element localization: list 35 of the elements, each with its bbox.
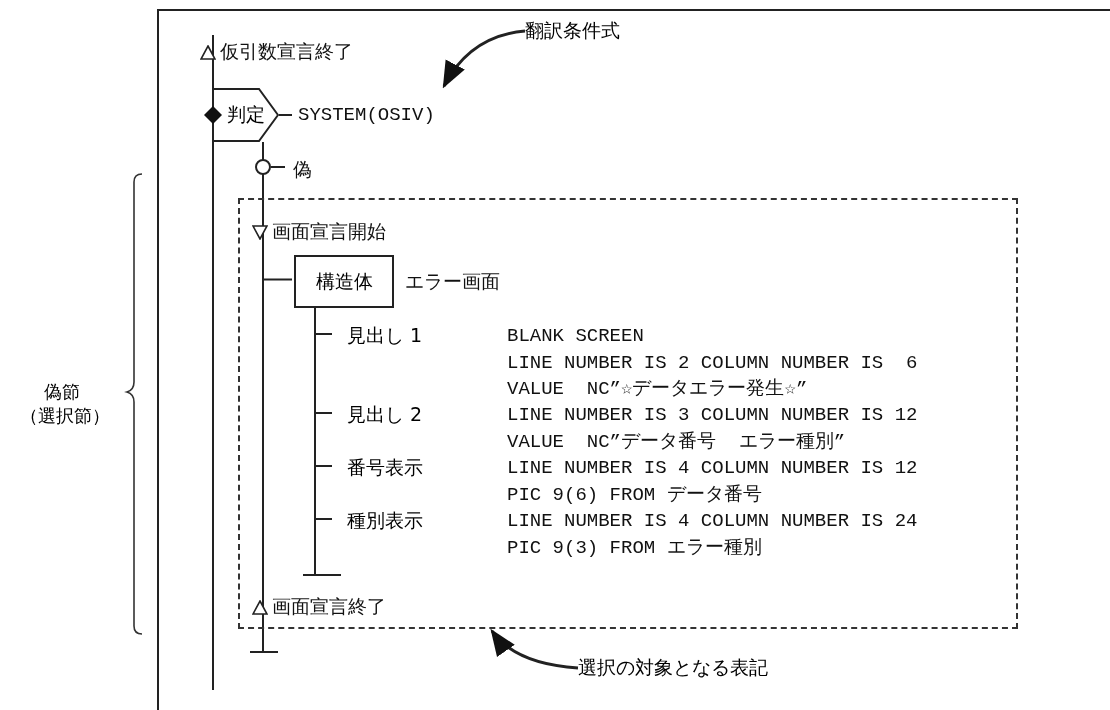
flow-line xyxy=(262,243,264,592)
node-label: 番号表示 xyxy=(347,455,423,480)
structure-box xyxy=(294,255,394,308)
node-label: 画面宣言終了 xyxy=(272,594,386,619)
node-label: 判定 xyxy=(227,102,265,127)
leader-arrow xyxy=(442,29,526,89)
section-label: （選択節） xyxy=(20,404,110,428)
code-line: LINE NUMBER IS 4 COLUMN NUMBER IS 12 xyxy=(507,456,918,481)
beside-text: 偽 xyxy=(293,157,312,182)
node-label: 仮引数宣言終了 xyxy=(220,39,353,64)
code-line: PIC 9(3) FROM エラー種別 xyxy=(507,535,762,561)
flow-line xyxy=(212,65,214,89)
node-label: 翻訳条件式 xyxy=(525,18,620,43)
code-line: VALUE NC”☆データエラー発生☆” xyxy=(507,377,808,402)
code-line: BLANK SCREEN xyxy=(507,324,644,349)
code-line: LINE NUMBER IS 2 COLUMN NUMBER IS 6 xyxy=(507,350,918,376)
node-label: 構造体 xyxy=(315,268,373,294)
node-label: 見出し 2 xyxy=(347,402,423,427)
node-label: 種別表示 xyxy=(347,508,423,533)
code-line: VALUE NC”データ番号 エラー種別” xyxy=(507,429,846,455)
code-line: SYSTEM(OSIV) xyxy=(298,103,435,128)
node-label: 画面宣言開始 xyxy=(272,219,386,244)
decision-hexagon xyxy=(213,88,279,142)
section-label: 偽節 xyxy=(44,380,80,404)
beside-text: エラー画面 xyxy=(405,269,500,294)
node-label: 見出し 1 xyxy=(347,323,423,348)
flow-line xyxy=(262,174,264,217)
code-line: LINE NUMBER IS 4 COLUMN NUMBER IS 24 xyxy=(507,509,918,534)
code-line: PIC 9(6) FROM データ番号 xyxy=(507,482,762,508)
leader-arrow xyxy=(490,628,579,670)
node-label: 選択の対象となる表記 xyxy=(578,655,768,680)
connector-circle xyxy=(255,159,271,175)
flow-line xyxy=(262,141,264,160)
dashed-selection-box xyxy=(238,198,1018,629)
code-line: LINE NUMBER IS 3 COLUMN NUMBER IS 12 xyxy=(507,403,918,428)
